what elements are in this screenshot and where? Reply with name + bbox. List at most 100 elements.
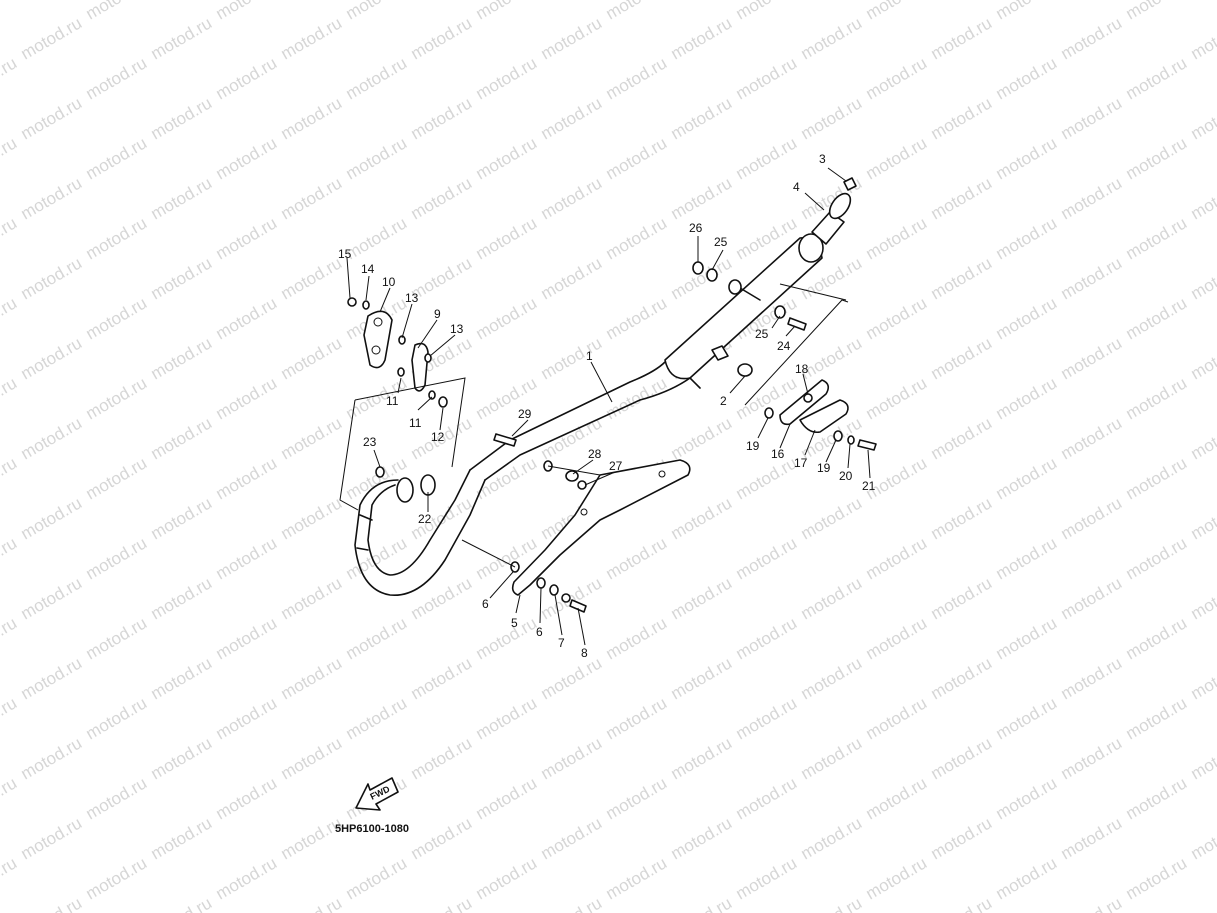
watermark-text: motod.ru	[1123, 133, 1191, 183]
watermark-text: motod.ru	[278, 573, 346, 623]
watermark-text: motod.ru	[343, 213, 411, 263]
watermark-text: motod.ru	[798, 93, 866, 143]
watermark-text: motod.ru	[1188, 253, 1217, 303]
watermark-text: motod.ru	[213, 693, 281, 743]
watermark-text: motod.ru	[668, 733, 736, 783]
tail-pipe-part-4	[811, 192, 852, 245]
watermark-text: motod.ru	[148, 253, 216, 303]
watermark-text: motod.ru	[408, 573, 476, 623]
watermark-text: motod.ru	[343, 613, 411, 663]
watermark-text: motod.ru	[83, 613, 151, 663]
watermark-text: motod.ru	[993, 213, 1061, 263]
watermark-text: motod.ru	[668, 893, 736, 913]
watermark-text: motod.ru	[928, 93, 996, 143]
watermark-text: motod.ru	[213, 373, 281, 423]
watermark-text: motod.ru	[83, 773, 151, 823]
watermark-text: motod.ru	[0, 213, 20, 263]
watermark-text: motod.ru	[603, 373, 671, 423]
watermark-text: motod.ru	[408, 893, 476, 913]
callout-6a: 6	[482, 597, 489, 611]
watermark-text: motod.ru	[993, 533, 1061, 583]
muffler-part-1	[469, 233, 824, 481]
watermark-text: motod.ru	[668, 253, 736, 303]
watermark-text: motod.ru	[278, 173, 346, 223]
watermark-text: motod.ru	[148, 493, 216, 543]
watermark-text: motod.ru	[668, 93, 736, 143]
watermark-text: motod.ru	[278, 13, 346, 63]
watermark-text: motod.ru	[473, 0, 541, 23]
watermark-text: motod.ru	[1123, 373, 1191, 423]
watermark-text: motod.ru	[0, 453, 20, 503]
watermark-text: motod.ru	[1188, 13, 1217, 63]
callout-22: 22	[418, 512, 432, 526]
watermark-text: motod.ru	[0, 533, 20, 583]
watermark-text: motod.ru	[928, 813, 996, 863]
callout-25a: 25	[714, 235, 728, 249]
watermark-text: motod.ru	[1058, 733, 1126, 783]
watermark-text: motod.ru	[473, 773, 541, 823]
watermark-text: motod.ru	[408, 653, 476, 703]
watermark-text: motod.ru	[1188, 93, 1217, 143]
grouping-lines	[339, 283, 849, 568]
watermark-text: motod.ru	[668, 173, 736, 223]
callout-25b: 25	[755, 327, 769, 341]
watermark-text: motod.ru	[473, 53, 541, 103]
watermark-text: motod.ru	[473, 293, 541, 343]
watermark-text: motod.ru	[863, 53, 931, 103]
callout-9: 9	[434, 307, 441, 321]
watermark-text: motod.ru	[148, 733, 216, 783]
watermark-text: motod.ru	[83, 453, 151, 503]
watermark-text: motod.ru	[343, 693, 411, 743]
watermark-text: motod.ru	[1058, 813, 1126, 863]
watermark-text: motod.ru	[213, 53, 281, 103]
callout-15: 15	[338, 247, 352, 261]
watermark-text: motod.ru	[0, 373, 20, 423]
watermark-text: motod.ru	[928, 413, 996, 463]
bracket-part-16	[779, 379, 830, 426]
watermark-text: motod.ru	[148, 413, 216, 463]
watermark-text: motod.ru	[538, 253, 606, 303]
bracket-part-17	[799, 399, 849, 434]
watermark-text: motod.ru	[993, 0, 1061, 23]
watermark-text: motod.ru	[0, 133, 20, 183]
watermark-text: motod.ru	[278, 733, 346, 783]
watermark-text: motod.ru	[538, 13, 606, 63]
watermark-text: motod.ru	[1188, 333, 1217, 383]
watermark-text: motod.ru	[733, 453, 801, 503]
watermark-text: motod.ru	[213, 773, 281, 823]
watermark-text: motod.ru	[538, 333, 606, 383]
watermark-text: motod.ru	[603, 213, 671, 263]
callout-17: 17	[794, 456, 808, 470]
watermark-text: motod.ru	[18, 653, 86, 703]
watermark-text: motod.ru	[473, 133, 541, 183]
watermark-text: motod.ru	[278, 893, 346, 913]
watermark-text: motod.ru	[18, 813, 86, 863]
watermark-text: motod.ru	[1058, 13, 1126, 63]
watermark-text: motod.ru	[668, 653, 736, 703]
watermark-text: motod.ru	[863, 373, 931, 423]
watermark-text: motod.ru	[993, 453, 1061, 503]
watermark-text: motod.ru	[148, 813, 216, 863]
watermark-text: motod.ru	[213, 213, 281, 263]
watermark-text: motod.ru	[213, 853, 281, 903]
watermark-text: motod.ru	[993, 133, 1061, 183]
callout-2: 2	[720, 394, 727, 408]
watermark-text: motod.ru	[0, 53, 20, 103]
watermark-text: motod.ru	[408, 813, 476, 863]
watermark-text: motod.ru	[148, 13, 216, 63]
callout-11a: 11	[386, 394, 399, 408]
clamp-part-10	[363, 310, 393, 369]
watermark-text: motod.ru	[0, 293, 20, 343]
callout-10: 10	[382, 275, 396, 289]
watermark-text: motod.ru	[148, 173, 216, 223]
callout-19a: 19	[746, 439, 760, 453]
watermark-text: motod.ru	[1058, 493, 1126, 543]
watermark-text: motod.ru	[798, 573, 866, 623]
callout-4: 4	[793, 180, 800, 194]
watermark-text: motod.ru	[993, 853, 1061, 903]
callout-3: 3	[819, 152, 826, 166]
watermark-text: motod.ru	[1123, 613, 1191, 663]
watermark-text: motod.ru	[733, 53, 801, 103]
watermark-text: motod.ru	[83, 533, 151, 583]
watermark-text: motod.ru	[83, 213, 151, 263]
